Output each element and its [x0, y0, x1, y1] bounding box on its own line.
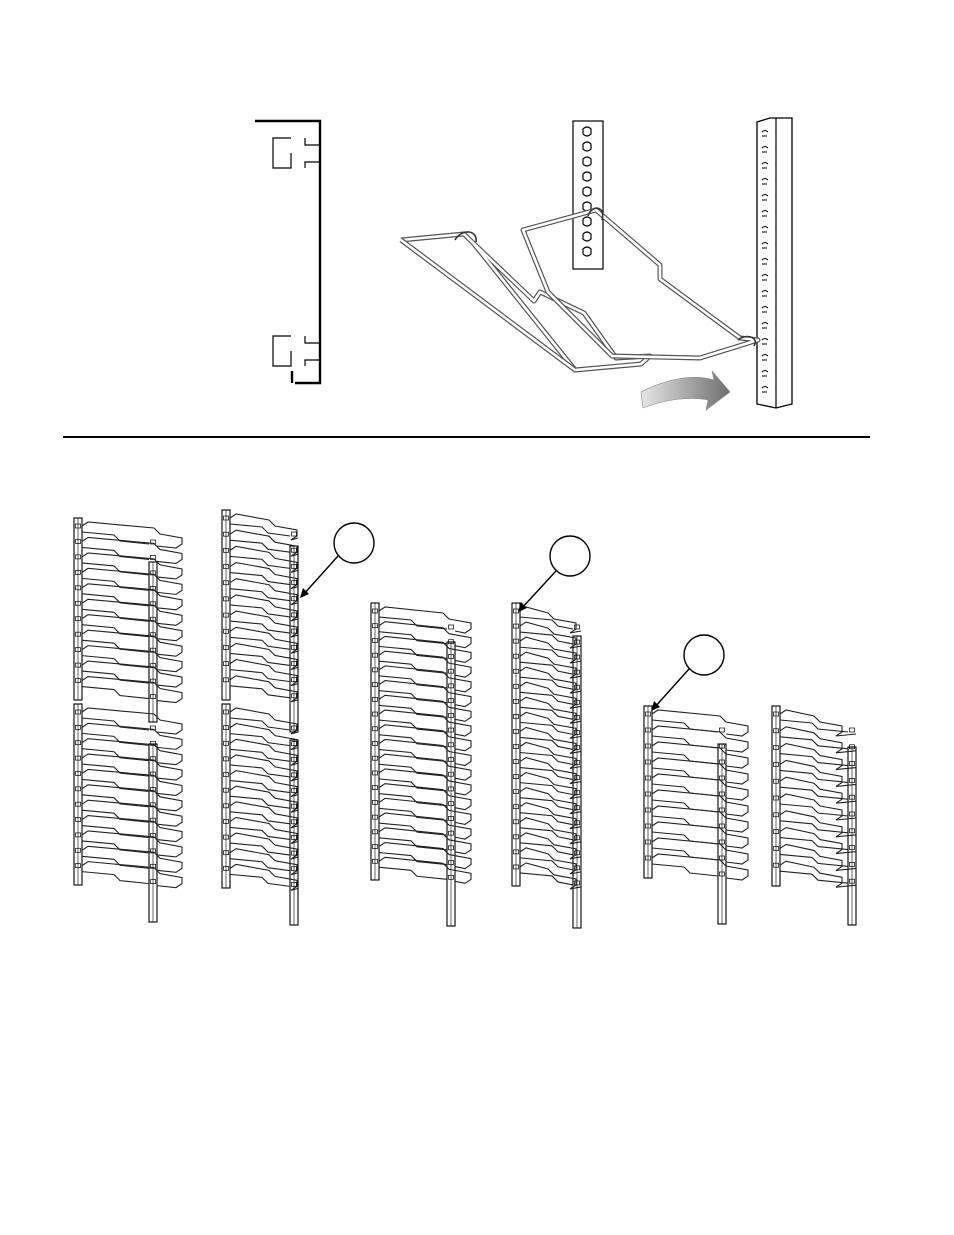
callout-1: [300, 523, 374, 598]
shelf-installation-view: [401, 118, 792, 410]
rack-unit: [222, 704, 298, 925]
rack-assemblies: [74, 510, 856, 928]
front-rail: [757, 118, 792, 408]
full-height-rack-assembly: [371, 603, 581, 928]
rack-unit: [222, 510, 298, 732]
rack-unit: [74, 518, 182, 722]
slot-profile-section: [255, 121, 320, 383]
callout-2: [518, 536, 590, 612]
back-rail: [573, 121, 603, 269]
rack-unit: [512, 603, 581, 928]
curved-arrow-icon: [641, 371, 730, 410]
rack-unit: [644, 706, 748, 924]
rack-unit: [371, 603, 471, 926]
half-height-rack-assembly: [644, 706, 856, 925]
rack-unit: [74, 704, 182, 922]
callout-3: [651, 635, 724, 711]
rack-unit: [772, 706, 856, 925]
double-stack-rack-assembly: [74, 510, 298, 925]
